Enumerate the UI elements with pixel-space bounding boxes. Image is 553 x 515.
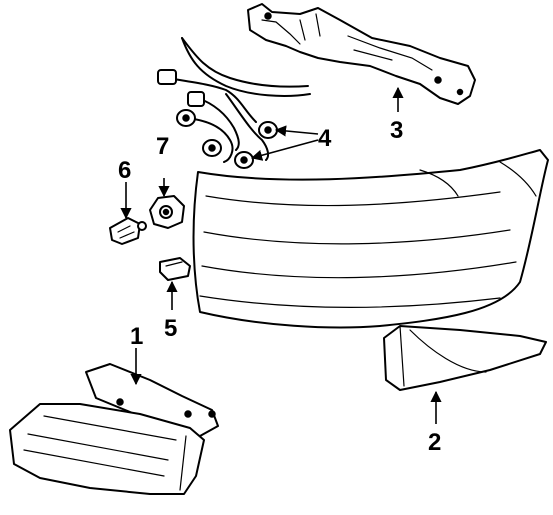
callout-6: 6 (118, 157, 131, 184)
callout-labels: 1 2 3 4 5 6 7 (118, 117, 441, 456)
callout-3: 3 (390, 117, 403, 144)
wiring-harness-part (157, 37, 311, 169)
bumper-fascia-part (192, 149, 549, 329)
callout-4: 4 (318, 125, 332, 152)
leader-4a (274, 125, 319, 137)
retainer-nut-part (149, 195, 185, 229)
bulb-socket-part (109, 217, 147, 245)
mounting-bracket-part (247, 3, 476, 105)
leader-lines (120, 86, 442, 424)
callout-7: 7 (156, 133, 169, 160)
side-marker-insert-part (159, 257, 191, 281)
callout-2: 2 (428, 429, 441, 456)
headlamp-part (9, 363, 219, 495)
parking-lamp-part (383, 325, 547, 391)
callout-1: 1 (130, 323, 143, 350)
callout-5: 5 (164, 315, 177, 342)
leader-4b (250, 139, 319, 161)
